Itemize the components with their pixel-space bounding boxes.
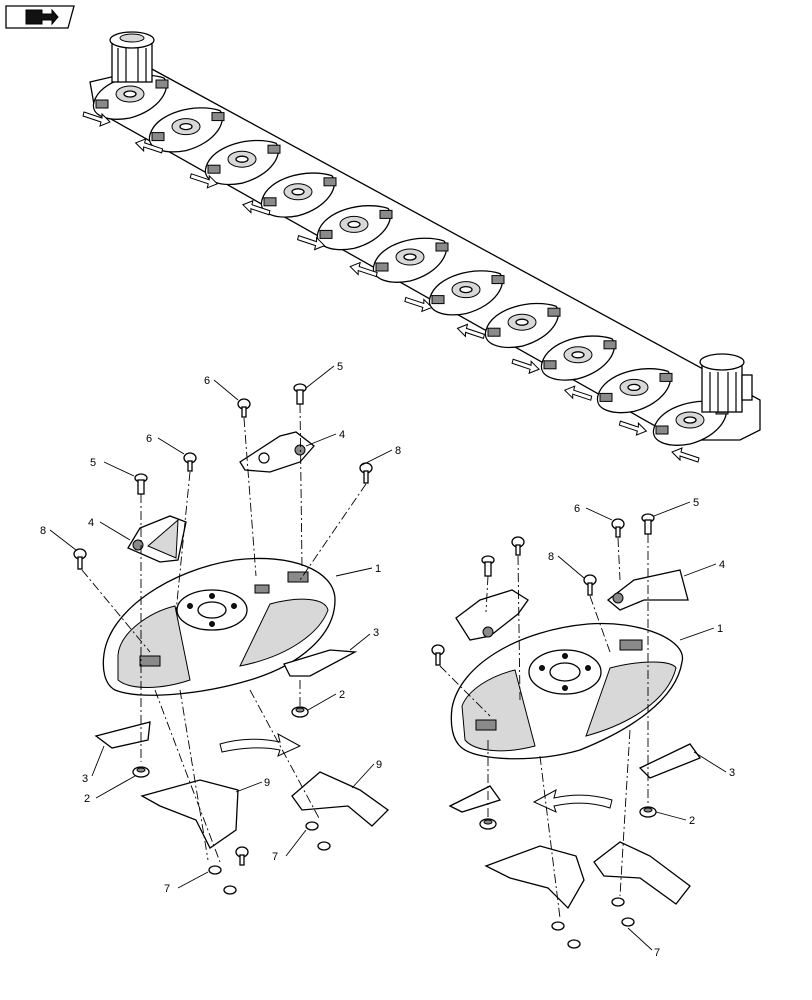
rotation-arrow-right xyxy=(189,173,219,189)
bolt-8-center xyxy=(583,574,597,596)
back-arrow-icon xyxy=(25,8,59,26)
bracket-4-center xyxy=(455,589,529,641)
left-disc-exploded-view xyxy=(73,383,390,895)
callout-6-b: 6 xyxy=(146,433,152,445)
knife-holder-9-lower-left xyxy=(484,845,585,910)
nut-7-e xyxy=(551,921,565,931)
callout-8-a: 8 xyxy=(395,445,401,457)
knife-holder-9-left xyxy=(140,779,239,849)
bolt-5-top xyxy=(293,383,307,405)
nut-7-d xyxy=(317,841,331,851)
nut-7-c xyxy=(305,821,319,831)
cutterbar-disc xyxy=(596,368,673,414)
bolt-8-lower xyxy=(431,644,445,666)
left-drive-housing xyxy=(109,31,155,83)
back-arrow-button[interactable] xyxy=(5,5,75,29)
nut-7-g xyxy=(611,897,625,907)
cutterbar-disc xyxy=(92,74,169,120)
disc-1-right xyxy=(450,622,684,760)
rotation-arrow-left-disc xyxy=(219,733,302,757)
rotation-arrow-left xyxy=(456,323,486,340)
bracket-4-top xyxy=(239,431,315,473)
rotation-arrow-left xyxy=(671,447,700,463)
callout-1-right: 1 xyxy=(717,623,723,635)
callout-4-b: 4 xyxy=(88,517,94,529)
cutterbar-disc xyxy=(540,335,617,381)
cutterbar-disc xyxy=(148,107,225,153)
cutterbar-disc xyxy=(484,302,561,349)
nut-7-b xyxy=(223,885,237,895)
callout-7-c: 7 xyxy=(654,947,660,959)
rotation-arrow-right xyxy=(618,420,648,436)
cutterbar-disc xyxy=(316,205,393,251)
nut-7-a xyxy=(208,865,222,875)
nut-2-lower-left xyxy=(479,818,497,830)
rotation-arrow-left xyxy=(134,138,164,154)
callout-6-a: 6 xyxy=(204,375,210,387)
callout-8-c: 8 xyxy=(548,551,554,563)
right-disc-exploded-view xyxy=(431,513,702,949)
right-drive-housing xyxy=(699,353,753,413)
callout-9-a: 9 xyxy=(264,777,270,789)
cutterbar-disc xyxy=(428,270,505,316)
bolt-6-center xyxy=(511,536,525,556)
rotation-arrow-right xyxy=(296,234,326,251)
bolt-5-center xyxy=(481,555,495,577)
knife-holder-9-right xyxy=(291,771,390,827)
rotation-arrow-left xyxy=(242,199,271,216)
callout-labels: 1 1 2 2 2 3 3 3 4 4 4 5 5 5 6 6 6 7 xyxy=(40,361,735,959)
bolt-6-top xyxy=(237,398,251,418)
rotation-arrow-left xyxy=(563,385,593,401)
callout-7-b: 7 xyxy=(272,851,278,863)
knife-3-right xyxy=(283,649,358,677)
callout-3-b: 3 xyxy=(373,627,379,639)
rotation-arrow-left xyxy=(349,261,378,278)
bolt-6-left xyxy=(183,452,197,472)
nut-2-left xyxy=(132,766,150,778)
knife-3-lower-left xyxy=(448,785,502,813)
callout-8-b: 8 xyxy=(40,525,46,537)
knife-3-left xyxy=(94,721,151,749)
nut-2-lower-right xyxy=(639,806,657,818)
rotation-arrow-right-disc xyxy=(532,789,613,813)
bracket-4-left xyxy=(127,515,187,563)
rotation-arrow-right xyxy=(404,296,433,313)
callout-5-c: 5 xyxy=(693,497,699,509)
cutterbar-disc xyxy=(372,237,449,283)
disc-1-left xyxy=(102,557,336,696)
bolt-8-right xyxy=(359,462,373,484)
knife-3-lower-right xyxy=(638,743,702,779)
callout-5-b: 5 xyxy=(90,457,96,469)
callout-3-c: 3 xyxy=(729,767,735,779)
callout-1-left: 1 xyxy=(375,563,381,575)
bolt-5-left xyxy=(134,473,148,495)
callout-2-c: 2 xyxy=(689,815,695,827)
callout-7-a: 7 xyxy=(164,883,170,895)
callout-2-b: 2 xyxy=(84,793,90,805)
callout-2-a: 2 xyxy=(339,689,345,701)
callout-3-a: 3 xyxy=(82,773,88,785)
bolt-5-right xyxy=(641,513,655,535)
callout-4-c: 4 xyxy=(719,559,725,571)
bolt-8-left xyxy=(73,548,87,570)
cutterbar-assembly xyxy=(82,31,761,463)
bolt-small xyxy=(235,846,249,866)
rotation-arrow-right xyxy=(511,358,540,375)
callout-5-a: 5 xyxy=(337,361,343,373)
rotation-arrow-right xyxy=(82,111,111,127)
bolt-6-right xyxy=(611,518,625,538)
cutterbar-disc xyxy=(260,172,337,218)
nut-7-h xyxy=(621,917,635,927)
cutterbar-disc xyxy=(204,139,281,186)
nut-2-right xyxy=(291,706,309,718)
knife-holder-9-lower-right xyxy=(593,841,691,905)
callout-4-a: 4 xyxy=(339,429,345,441)
callout-9-b: 9 xyxy=(376,759,382,771)
nut-7-f xyxy=(567,939,581,949)
callout-6-c: 6 xyxy=(574,503,580,515)
